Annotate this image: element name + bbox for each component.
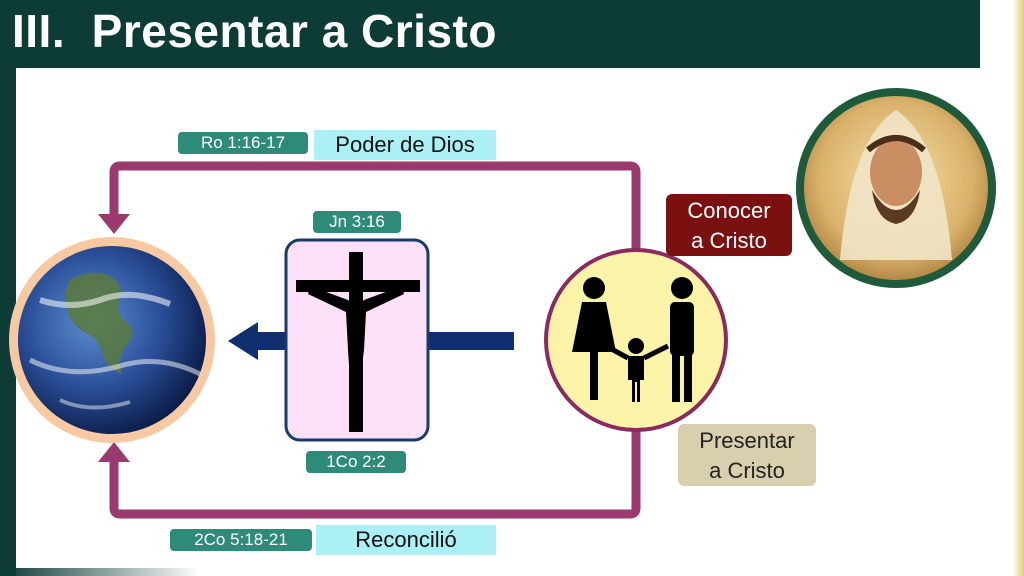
- right-accent-strip: [1012, 0, 1024, 576]
- title-bar: III. Presentar a Cristo: [0, 0, 980, 68]
- crucifix-icon: [284, 238, 430, 442]
- label-poder-de-dios: Poder de Dios: [314, 130, 496, 160]
- earth-globe-icon: [9, 237, 215, 443]
- conocer-line-2: a Cristo: [691, 228, 767, 253]
- bottom-accent: [0, 568, 200, 576]
- presentar-line-1: Presentar: [699, 428, 795, 453]
- family-icon: [544, 248, 728, 432]
- reference-1co-2-2: 1Co 2:2: [306, 451, 406, 473]
- label-reconcilio: Reconcilió: [316, 525, 496, 555]
- reference-jn-3-16: Jn 3:16: [313, 211, 401, 233]
- bottom-loop-arrow: [98, 428, 641, 519]
- top-loop-arrow: [98, 161, 641, 254]
- conocer-line-1: Conocer: [687, 198, 771, 223]
- conocer-a-cristo-box: Conocer a Cristo: [666, 194, 792, 256]
- reference-ro-1-16-17: Ro 1:16-17: [178, 132, 308, 154]
- presentar-line-2: a Cristo: [709, 458, 785, 483]
- jesus-portrait-icon: [796, 88, 996, 288]
- left-accent-bar: [0, 0, 16, 576]
- reference-2co-5-18-21: 2Co 5:18-21: [170, 529, 312, 551]
- presentar-a-cristo-box: Presentar a Cristo: [678, 424, 816, 486]
- page-title: III. Presentar a Cristo: [12, 5, 497, 57]
